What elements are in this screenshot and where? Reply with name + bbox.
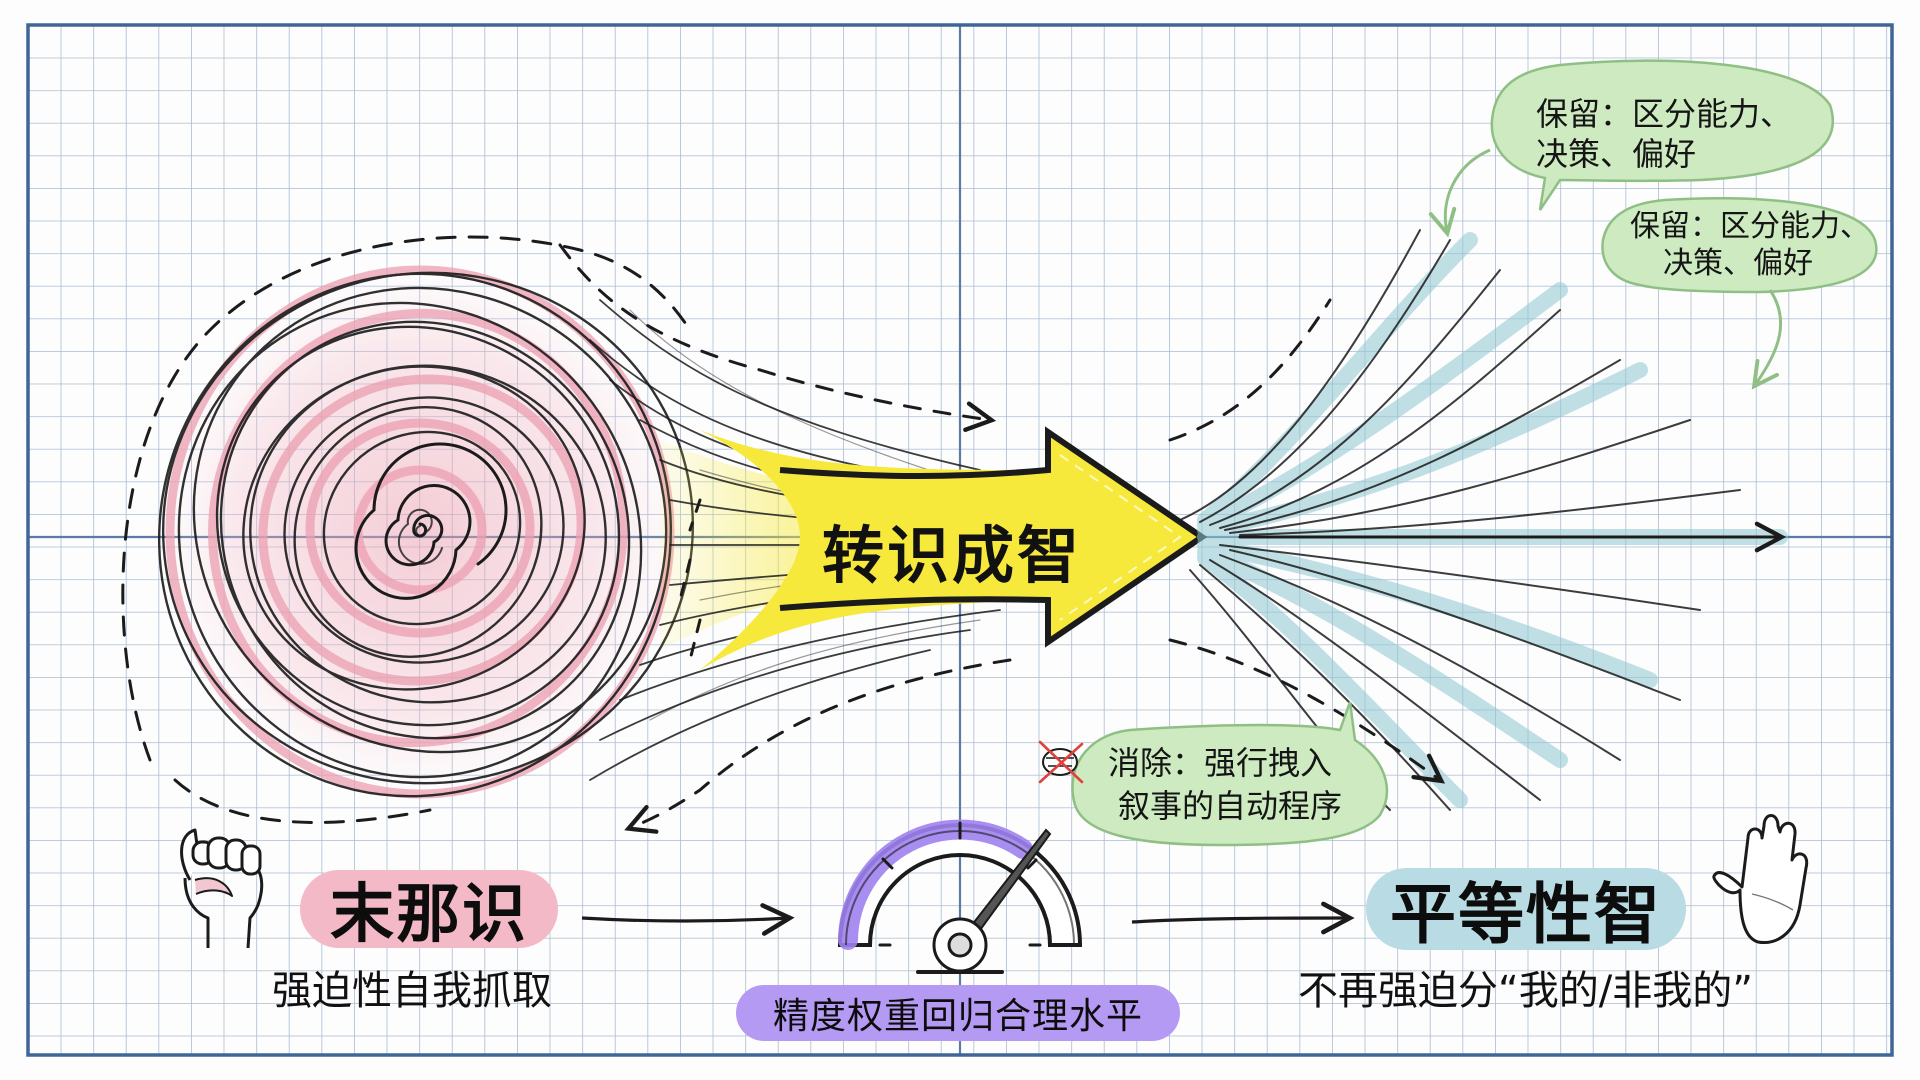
bubble-remove-shape [1071,701,1389,847]
crossed-out-self-icon [1038,740,1084,784]
paper-border [26,23,1894,1057]
gauge-to-right-arrow [1131,901,1355,935]
bubble-retain-1-shape [1428,59,1835,238]
bubble-retain-2-shape [1601,196,1878,390]
open-hand-icon [1712,814,1809,945]
spiral-core [354,442,508,600]
tangled-spiral [121,235,695,824]
clenched-fist-icon [180,828,264,949]
outgoing-fan-lines [1168,229,1788,811]
left-to-gauge-arrow [581,903,795,936]
gauge-icon [837,819,1083,974]
